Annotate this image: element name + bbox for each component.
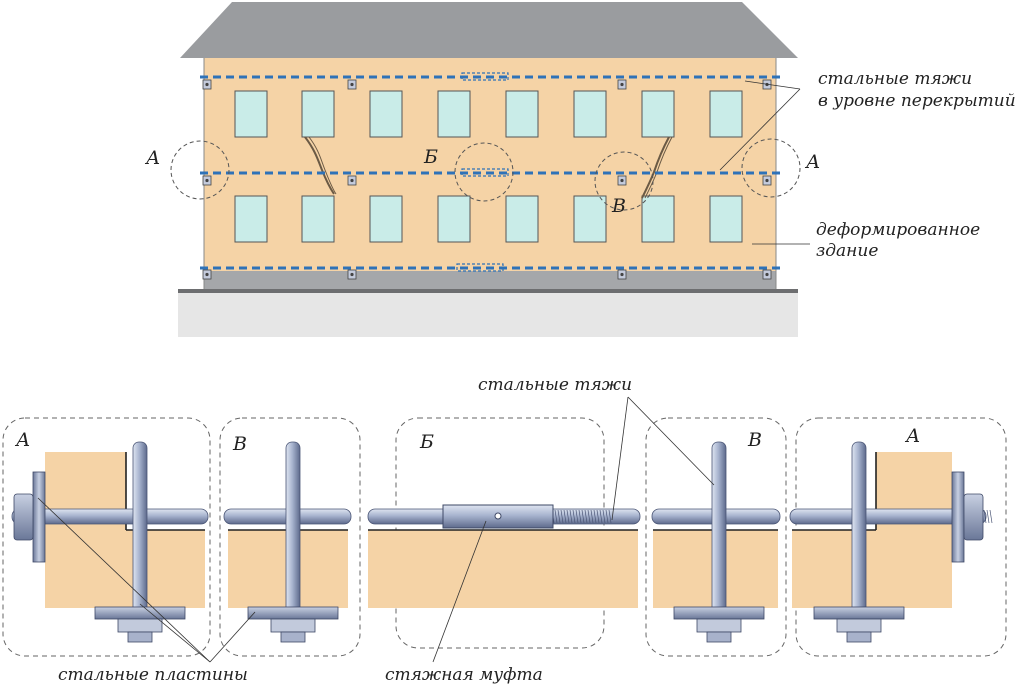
detail-leader-lines (37, 396, 715, 663)
steel-plate (673, 606, 765, 620)
window (369, 195, 403, 243)
turnbuckle-marks (456, 72, 509, 272)
marker-v: В (611, 195, 626, 217)
steel-plates-bottom (94, 606, 905, 643)
ground-line (178, 289, 798, 293)
panel-letter-v-right: В (747, 429, 762, 451)
detail-callout-circles (170, 138, 801, 211)
steel-plate (247, 606, 339, 620)
label-turnbuckle: стяжная муфта (385, 665, 543, 685)
window (709, 90, 743, 138)
window (234, 195, 268, 243)
window (641, 195, 675, 243)
marker-a-left: А (144, 147, 160, 169)
windows (234, 90, 743, 243)
window (505, 90, 539, 138)
wall-crack-right (641, 136, 670, 199)
plinth (204, 271, 776, 289)
window (234, 90, 268, 138)
panel-letter-b-center: Б (419, 431, 434, 453)
turnbuckle (442, 504, 554, 529)
wall-crack-left (304, 136, 335, 195)
window (369, 90, 403, 138)
label-steel-plates: стальные пластины (58, 665, 248, 685)
window (573, 90, 607, 138)
window (709, 195, 743, 243)
building-leader-lines (719, 80, 810, 245)
label-steel-ties: стальные тяжи (478, 375, 632, 395)
roof (180, 2, 798, 58)
panel-letter-a-right: А (904, 425, 920, 447)
window (437, 195, 471, 243)
label-steel-ties-floors-1: стальные тяжи (818, 69, 972, 89)
window (437, 90, 471, 138)
window (641, 90, 675, 138)
window (301, 90, 335, 138)
ground (178, 291, 798, 337)
label-deformed-building-2: здание (816, 241, 878, 261)
steel-plate (94, 606, 186, 620)
label-deformed-building-1: деформированное (816, 220, 980, 240)
vertical-tie-rods (132, 441, 867, 629)
window (505, 195, 539, 243)
tie-rods-floor-levels (200, 75, 780, 270)
detail-views: А В Б В А стальные тяжи стальные пластин… (2, 375, 1007, 685)
window (573, 195, 607, 243)
steel-plate (813, 606, 905, 620)
marker-b: Б (423, 146, 438, 168)
panel-letter-a-left: А (14, 429, 30, 451)
window (301, 195, 335, 243)
building-illustration: А Б В А стальные тяжи в уровне перекрыти… (144, 2, 1016, 337)
marker-a-right: А (804, 151, 820, 173)
panel-letter-v-left: В (232, 433, 247, 455)
label-steel-ties-floors-2: в уровне перекрытий (818, 91, 1016, 111)
anchor-plates (202, 79, 772, 280)
steel-plates-side (13, 471, 984, 563)
